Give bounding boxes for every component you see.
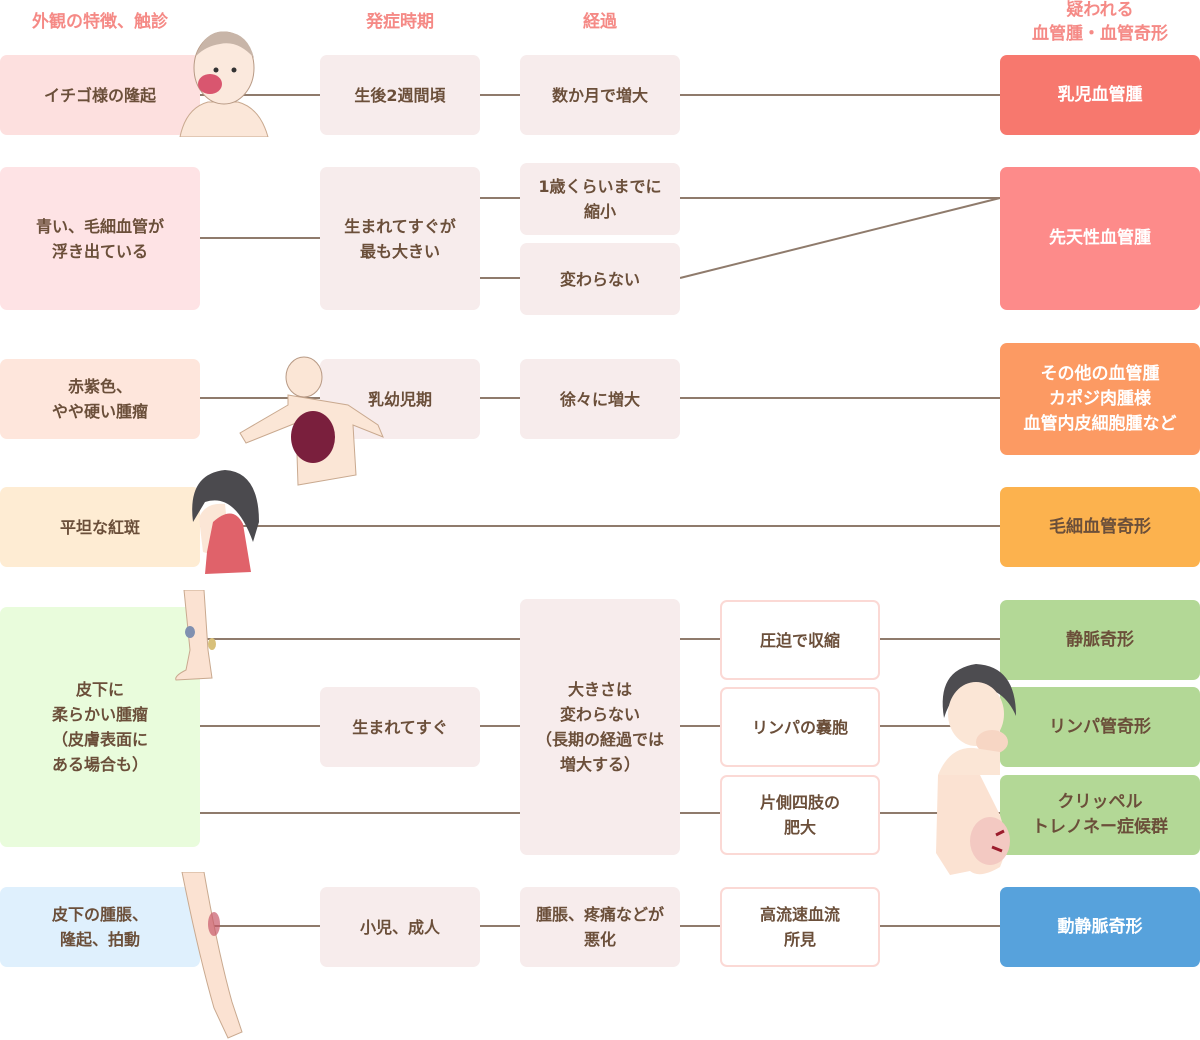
baby-chest-illustration [239, 356, 384, 486]
result-klippel-trenaunay: クリッペル トレノネー症候群 [1000, 775, 1200, 855]
appearance-blue-capillaries: 青い、毛細血管が 浮き出ている [0, 167, 200, 310]
course-size-stable: 大きさは 変わらない （長期の経過では 増大する） [520, 599, 680, 855]
result-lymphatic-malformation: リンパ管奇形 [1000, 687, 1200, 767]
child-port-wine-illustration [192, 470, 259, 574]
appearance-flat-erythema: 平坦な紅斑 [0, 487, 200, 567]
result-infantile-hemangioma: 乳児血管腫 [1000, 55, 1200, 135]
header-suspected: 疑われる 血管腫・血管奇形 [1032, 0, 1168, 44]
leg-illustration [175, 590, 216, 681]
appearance-pulsating-swelling: 皮下の腫脹、 隆起、拍動 [0, 887, 200, 967]
onset-at-birth: 生まれてすぐ [320, 687, 480, 767]
finding-high-flow: 高流速血流 所見 [720, 887, 880, 967]
onset-largest-at-birth: 生まれてすぐが 最も大きい [320, 167, 480, 310]
course-gradual-growth: 徐々に増大 [520, 359, 680, 439]
header-onset: 発症時期 [366, 12, 434, 32]
appearance-soft-mass: 皮下に 柔らかい腫瘤 （皮膚表面に ある場合も） [0, 607, 200, 847]
baby-strawberry-illustration [179, 31, 269, 137]
result-congenital-hemangioma: 先天性血管腫 [1000, 167, 1200, 310]
limb-hypertrophy-illustration [936, 775, 1010, 875]
appearance-strawberry: イチゴ様の隆起 [0, 55, 200, 135]
header-course: 経過 [583, 12, 617, 32]
course-grows-months: 数か月で増大 [520, 55, 680, 135]
course-unchanged: 変わらない [520, 243, 680, 315]
result-av-malformation: 動静脈奇形 [1000, 887, 1200, 967]
result-venous-malformation: 静脈奇形 [1000, 600, 1200, 680]
child-lymphatic-illustration [938, 664, 1016, 775]
finding-limb-hypertrophy: 片側四肢の 肥大 [720, 775, 880, 855]
result-other-hemangioma: その他の血管腫 カポジ肉腫様 血管内皮細胞腫など [1000, 343, 1200, 455]
header-appearance: 外観の特徴、触診 [32, 12, 168, 32]
connector [679, 197, 1001, 279]
finding-shrinks-with-pressure: 圧迫で収縮 [720, 600, 880, 680]
result-capillary-malformation: 毛細血管奇形 [1000, 487, 1200, 567]
onset-2-weeks: 生後2週間頃 [320, 55, 480, 135]
arm-illustration [181, 872, 243, 1039]
onset-child-adult: 小児、成人 [320, 887, 480, 967]
appearance-reddish-purple: 赤紫色、 やや硬い腫瘤 [0, 359, 200, 439]
course-worsening: 腫脹、疼痛などが 悪化 [520, 887, 680, 967]
course-shrinks-by-1: 1歳くらいまでに 縮小 [520, 163, 680, 235]
finding-lymph-cyst: リンパの嚢胞 [720, 687, 880, 767]
